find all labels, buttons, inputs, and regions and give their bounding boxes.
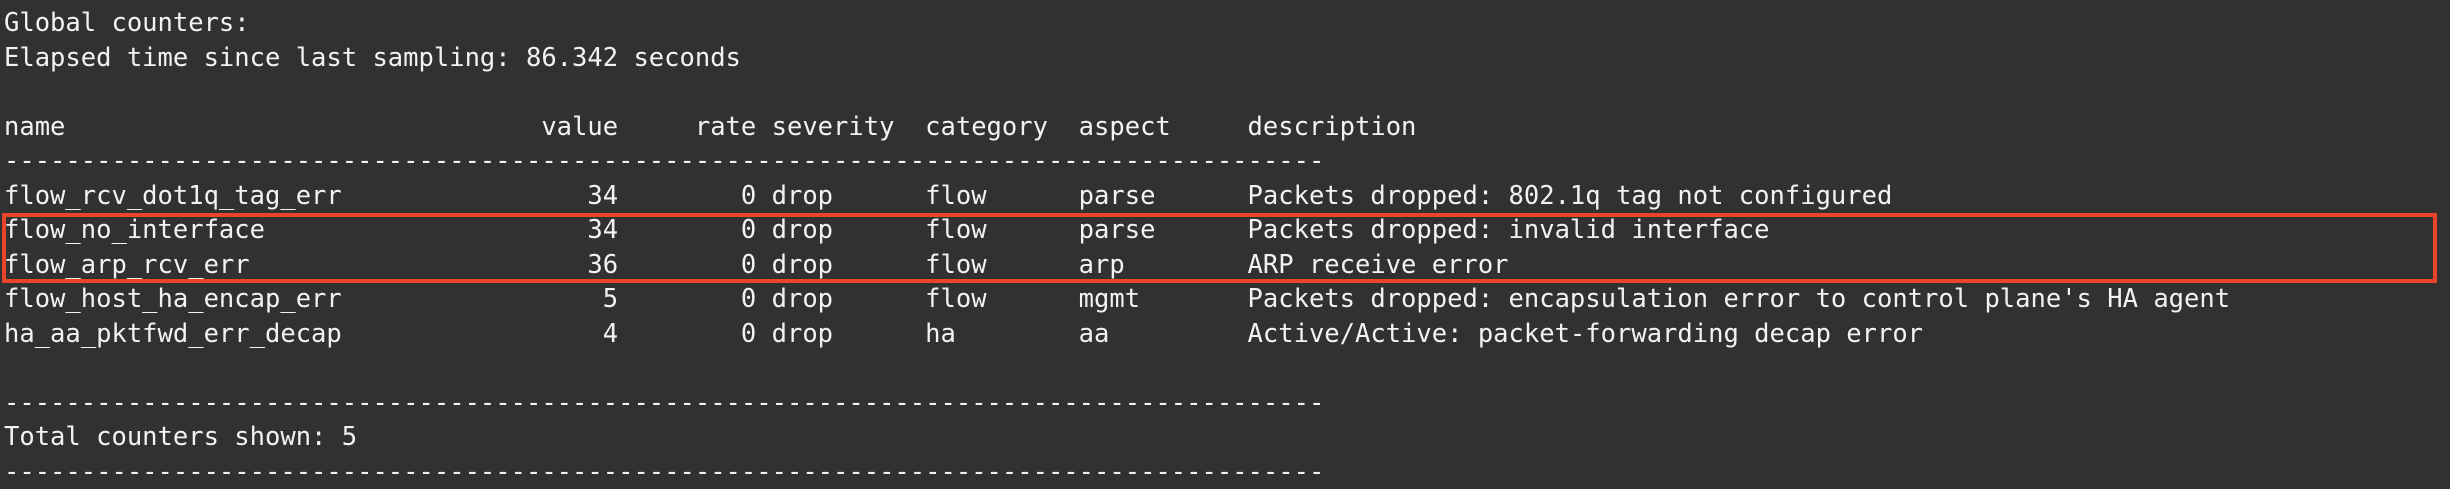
global-counters-heading: Global counters:	[4, 6, 2450, 41]
header-separator: ----------------------------------------…	[4, 144, 2450, 179]
total-counters-shown: Total counters shown: 5	[4, 420, 2450, 455]
footer-separator-top: ----------------------------------------…	[4, 386, 2450, 421]
table-row: flow_host_ha_encap_err 5 0 drop flow mgm…	[4, 282, 2450, 317]
table-header-row: name value rate severity category aspect…	[4, 110, 2450, 145]
table-body: flow_rcv_dot1q_tag_err 34 0 drop flow pa…	[4, 179, 2450, 352]
footer-separator-bottom: ----------------------------------------…	[4, 455, 2450, 489]
blank-line-2	[4, 351, 2450, 386]
blank-line-1	[4, 75, 2450, 110]
elapsed-time-line: Elapsed time since last sampling: 86.342…	[4, 41, 2450, 76]
table-row: flow_arp_rcv_err 36 0 drop flow arp ARP …	[4, 248, 2450, 283]
table-row: flow_rcv_dot1q_tag_err 34 0 drop flow pa…	[4, 179, 2450, 214]
table-row: ha_aa_pktfwd_err_decap 4 0 drop ha aa Ac…	[4, 317, 2450, 352]
table-row: flow_no_interface 34 0 drop flow parse P…	[4, 213, 2450, 248]
terminal-output: Global counters: Elapsed time since last…	[0, 0, 2450, 454]
